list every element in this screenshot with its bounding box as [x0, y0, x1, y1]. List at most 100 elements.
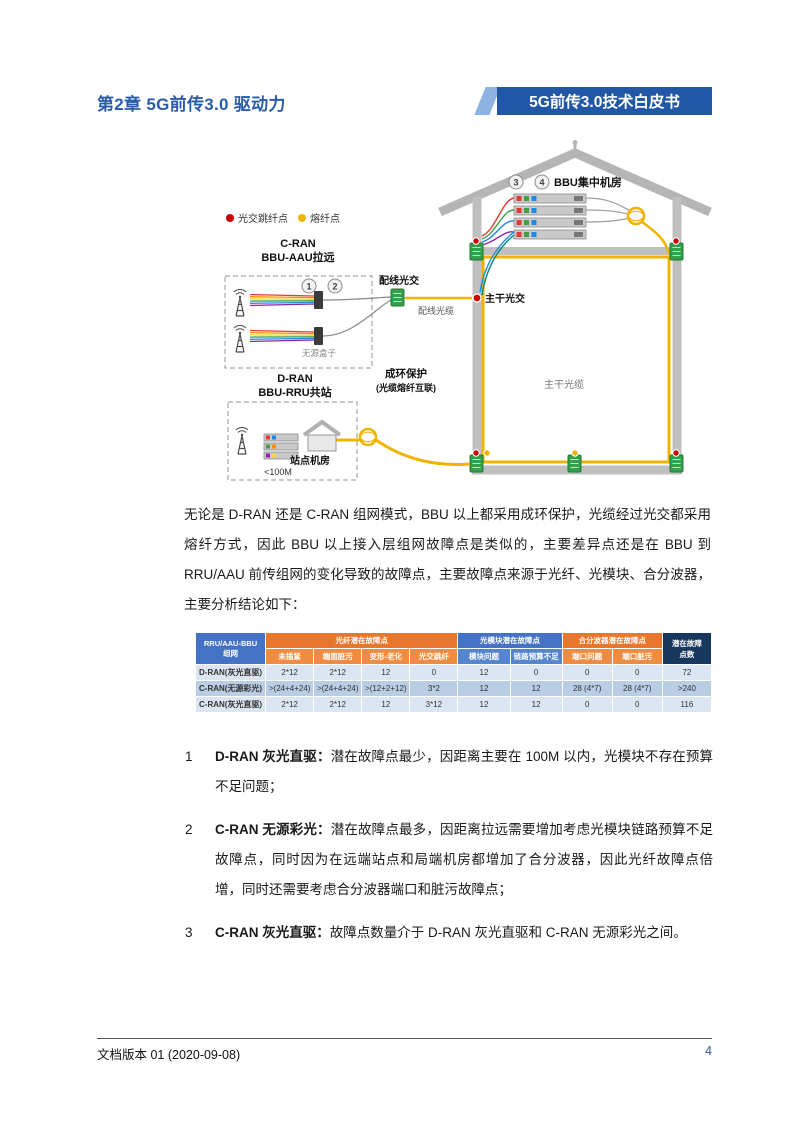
bbu-rack-icon	[513, 229, 587, 240]
odf-cabinet-icon	[469, 242, 484, 261]
bbu-rack-icon	[513, 193, 587, 204]
intro-paragraph: 无论是 D-RAN 还是 C-RAN 组网模式，BBU 以上都采用成环保护，光缆…	[184, 507, 711, 612]
fiber-ribbon	[249, 303, 315, 307]
trunk-odf-jump-dot-icon	[472, 293, 482, 303]
odf-cabinets	[469, 237, 684, 473]
table-row: C-RAN(无源彩光) >(24+4+24) >(24+4+24) >(12+2…	[194, 680, 713, 697]
dran-title-line2: BBU-RRU共站	[258, 385, 331, 399]
fiber-ribbon	[249, 301, 315, 304]
fiber-ribbon	[249, 332, 315, 335]
rru-antenna-icon	[235, 426, 249, 455]
ring-trunk-cable	[481, 255, 671, 464]
cell: 12	[457, 680, 511, 697]
site-to-ring-cable	[375, 438, 471, 466]
cell: 12	[509, 696, 563, 713]
col-header: 变形-老化	[361, 648, 411, 665]
site-room-icon	[307, 434, 337, 452]
table-row: D-RAN(灰光直驱) 2*12 2*12 12 0 12 0 0 0 72	[194, 664, 713, 681]
col-header: 端面脏污	[313, 648, 363, 665]
list-term: D-RAN 灰光直驱：	[215, 749, 331, 764]
passive-box-icon	[314, 327, 323, 345]
step-2-circle	[327, 278, 343, 294]
cell: >240	[661, 680, 713, 697]
cell: 0	[561, 664, 613, 681]
aau-antenna-icon	[233, 288, 247, 317]
diagram-legend: 光交跳纤点 熔纤点	[226, 212, 340, 225]
jump-point-dot-icon	[472, 449, 480, 457]
cell: >(12+2+12)	[361, 680, 411, 697]
fuse-point-dot-icon	[571, 449, 579, 457]
fiber-ribbon	[249, 296, 315, 299]
fiber-coil-icon	[358, 427, 378, 447]
roof-outline	[438, 148, 712, 217]
fiber-group-header: 光纤潜在故障点	[265, 632, 459, 649]
cell: 0	[509, 664, 563, 681]
distance-label: <100M	[264, 467, 292, 477]
footer-version: 文档版本 01 (2020-09-08)	[97, 1048, 241, 1062]
ring-protect-sublabel: (光缆熔纤互联)	[376, 382, 436, 393]
site-room-label: 站点机房	[290, 454, 330, 467]
col-header: 链路预算不足	[509, 648, 563, 665]
cran-title-line2: BBU-AAU拉远	[261, 250, 334, 264]
list-item: 3 C-RAN 灰光直驱：故障点数量介于 D-RAN 灰光直驱和 C-RAN 无…	[185, 918, 713, 948]
patch-cord	[585, 217, 630, 223]
step-3-number: 3	[513, 178, 518, 188]
trunk-fiber-down	[479, 231, 515, 293]
network-diagram-svg: 光交跳纤点 熔纤点 主干光缆 3 4	[224, 140, 712, 481]
cran-dashed-box	[224, 275, 373, 369]
jump-point-dot-icon	[672, 237, 680, 245]
whitepaper-banner: 5G前传3.0技术白皮书	[497, 87, 712, 115]
legend-fuse-label: 熔纤点	[310, 212, 340, 225]
list-body: 故障点数量介于 D-RAN 灰光直驱和 C-RAN 无源彩光之间。	[329, 925, 687, 940]
fiber-ribbon	[249, 339, 315, 343]
odf-cabinet-icon	[669, 242, 684, 261]
roof-antenna-tip	[572, 140, 578, 145]
cell: 72	[661, 664, 713, 681]
dran-dashed-box	[227, 401, 358, 481]
odf-cabinet-icon	[390, 288, 405, 307]
table-group-header-row: RRU/AAU-BBU 组网 光纤潜在故障点 光模块潜在故障点 合分波器潜在故障…	[194, 632, 713, 665]
col-header: 端口脏污	[611, 648, 663, 665]
cell: 2*12	[265, 696, 315, 713]
cell: 12	[361, 696, 411, 713]
step-4-circle	[534, 174, 550, 190]
bbu-central-room: 3 4 BBU集中机房	[479, 174, 671, 296]
rru-port	[266, 444, 270, 449]
fiber-ribbon	[249, 293, 315, 297]
cran-title-line1: C-RAN	[280, 238, 315, 250]
fiber-coil-icon	[626, 206, 646, 226]
rru-port	[266, 453, 270, 458]
passive-box-icon	[314, 291, 323, 309]
rru-unit-icon	[263, 442, 299, 451]
site-room-roof	[302, 419, 342, 437]
col-header: 光交跳纤	[409, 648, 459, 665]
step-2-number: 2	[332, 282, 337, 292]
uplink-fiber	[322, 296, 392, 301]
module-group-header: 光模块潜在故障点	[457, 632, 563, 649]
page-number: 4	[705, 1044, 712, 1058]
list-text: C-RAN 灰光直驱：故障点数量介于 D-RAN 灰光直驱和 C-RAN 无源彩…	[215, 918, 713, 948]
cell: 116	[661, 696, 713, 713]
trunk-odf-label: 主干光交	[485, 292, 525, 305]
table-sub-header-row: 未插紧 端面脏污 变形-老化 光交跳纤 模块问题 链路预算不足 端口问题 端口脏…	[196, 648, 712, 665]
cell: 0	[561, 696, 613, 713]
total-header: 潜在故障 点数	[661, 632, 713, 665]
step-4-number: 4	[539, 178, 544, 188]
dist-odf-label: 配线光交	[379, 274, 419, 287]
step-1-circle	[301, 278, 317, 294]
fiber-ribbon	[249, 329, 315, 333]
list-item: 2 C-RAN 无源彩光：潜在故障点最多，因距离拉远需要增加考虑光模块链路预算不…	[185, 815, 713, 905]
chapter-title: 第2章 5G前传3.0 驱动力	[97, 95, 286, 114]
row-name: C-RAN(灰光直驱)	[194, 696, 267, 713]
rru-port	[272, 435, 276, 440]
list-number: 1	[185, 749, 193, 764]
uplink-fiber	[322, 299, 392, 337]
rru-port	[266, 435, 270, 440]
cell: 12	[457, 696, 511, 713]
fronthaul-network-diagram: 光交跳纤点 熔纤点 主干光缆 3 4	[178, 140, 718, 492]
fault-table-wrap: RRU/AAU-BBU 组网 光纤潜在故障点 光模块潜在故障点 合分波器潜在故障…	[194, 632, 713, 713]
passive-box-label: 无源盒子	[302, 348, 337, 358]
fiber-feed	[481, 209, 515, 240]
trunk-fiber-down	[481, 234, 515, 296]
jump-point-dot-icon	[672, 449, 680, 457]
